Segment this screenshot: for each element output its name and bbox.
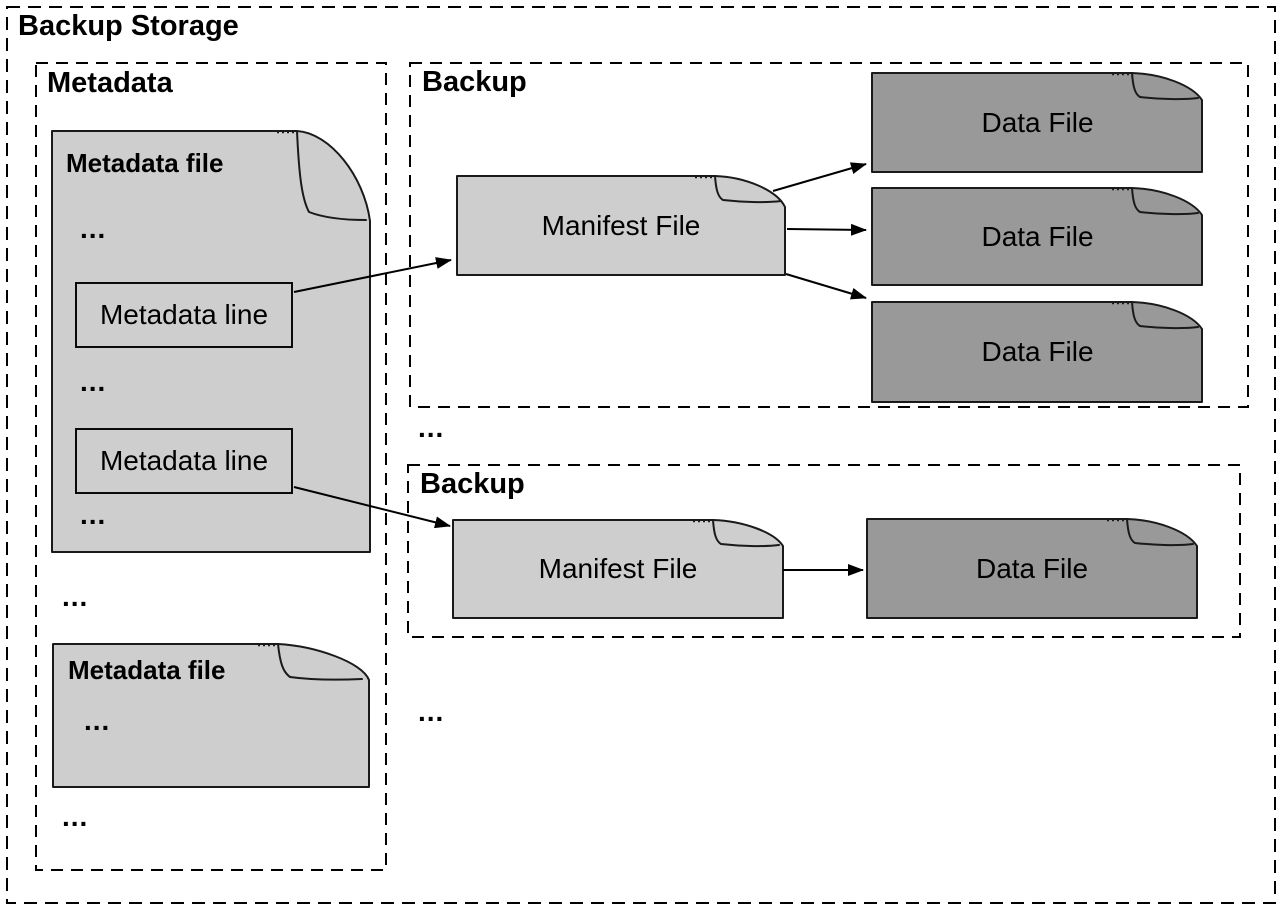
- manifest-file-1-fold: [714, 175, 782, 204]
- arrows: [293, 162, 867, 576]
- arrow-manifest1-to-datafile3: [785, 273, 867, 300]
- data-file-2-shape: [871, 187, 1203, 286]
- data-file-2-page: [871, 187, 1203, 286]
- metadata-file-1-fold: [296, 130, 367, 221]
- data-file-4-label: Data File: [975, 552, 1089, 584]
- manifest-file-2-fold: [712, 519, 780, 548]
- manifest-file-1-label: Manifest File: [541, 209, 701, 241]
- backup-2-label: Backup: [420, 468, 525, 500]
- data-file-1-shape: [871, 72, 1203, 173]
- data-file-3-fold: [1131, 301, 1199, 330]
- data-file-4-fold: [1126, 518, 1194, 547]
- data-file-4-page: [866, 518, 1198, 619]
- metadata-section-border: [35, 62, 387, 871]
- backup-1-label: Backup: [422, 66, 527, 98]
- manifest-file-1-page: [456, 175, 786, 276]
- arrow-manifest1-to-datafile2: [786, 223, 867, 236]
- ellipsis-file1-top: ...: [80, 213, 107, 244]
- ellipsis-between-backups: ...: [418, 412, 445, 443]
- data-file-3-shape: [871, 301, 1203, 403]
- arrow-manifest1-to-datafile1: [772, 162, 867, 192]
- data-file-1-page: [871, 72, 1203, 173]
- ellipsis-between-metadata-files: ...: [62, 581, 89, 612]
- diagram-title: Backup Storage: [18, 10, 239, 42]
- metadata-section-label: Metadata: [47, 67, 173, 99]
- ellipsis-diagram-bottom: ...: [418, 696, 445, 727]
- metadata-file-1-label: Metadata file: [66, 148, 224, 178]
- ellipsis-file1-middle: ...: [80, 366, 107, 397]
- manifest-file-1-shape: [456, 175, 786, 276]
- data-file-1-label: Data File: [981, 106, 1094, 138]
- ellipsis-metadata-bottom: ...: [62, 801, 89, 832]
- metadata-file-2-page: [52, 643, 370, 788]
- backup-storage-border: [6, 6, 1276, 904]
- data-file-4-shape: [866, 518, 1198, 619]
- data-file-2-fold: [1131, 187, 1199, 216]
- backup-2-border: [407, 464, 1241, 638]
- metadata-file-2-fold: [277, 643, 363, 681]
- data-file-2-label: Data File: [981, 220, 1094, 252]
- ellipsis-file1-bottom: ...: [80, 499, 107, 530]
- backup-1-border: [409, 62, 1249, 408]
- data-file-3-page: [871, 301, 1203, 403]
- metadata-file-2-shape: [52, 643, 370, 788]
- metadata-line-1: Metadata line: [75, 282, 293, 348]
- manifest-file-2-page: [452, 519, 784, 619]
- data-file-3-label: Data File: [981, 336, 1094, 367]
- manifest-file-2-shape: [452, 519, 784, 619]
- ellipsis-file2: ...: [84, 705, 111, 736]
- metadata-file-2-label: Metadata file: [68, 655, 226, 685]
- arrow-metadata-line2-to-manifest2: [293, 486, 451, 529]
- data-file-1-fold: [1131, 72, 1199, 101]
- arrow-metadata-line1-to-manifest1: [293, 257, 452, 293]
- manifest-file-2-label: Manifest File: [538, 553, 698, 584]
- metadata-line-2: Metadata line: [75, 428, 293, 494]
